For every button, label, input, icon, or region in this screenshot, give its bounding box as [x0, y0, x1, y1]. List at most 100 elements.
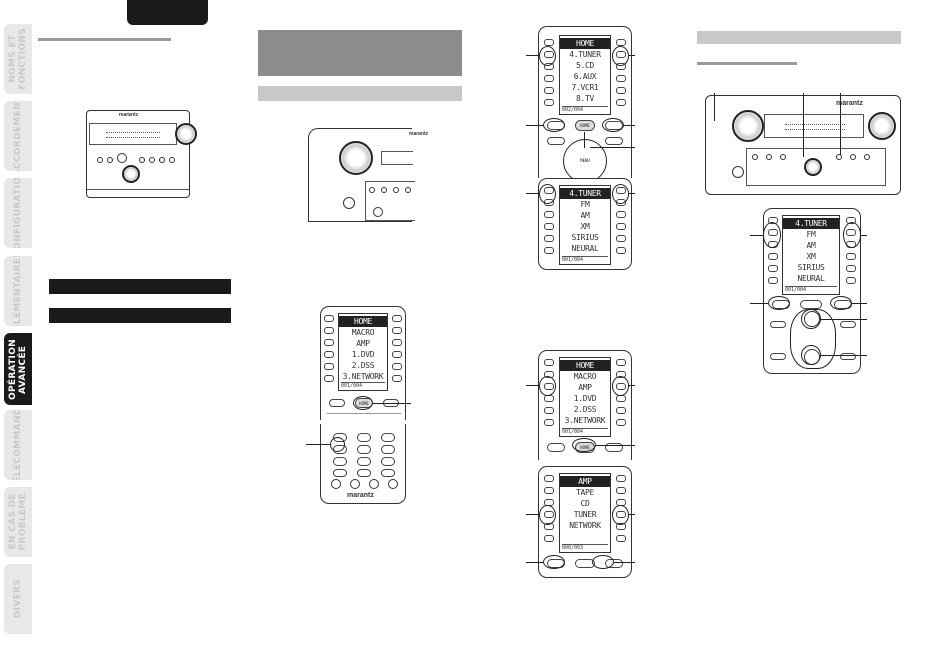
lcd-line: 3.NETWORK [342, 372, 384, 381]
callout-right-key [612, 376, 629, 396]
remote-lcd: HOME MACRO AMP 1.DVD 2.DSS 3.NETWORK 001… [338, 313, 388, 391]
lcd-line: 1.DVD [573, 394, 597, 403]
tab-en-cas-de-probleme[interactable]: EN CAS DE PROBLÈME [4, 487, 32, 557]
callout-home [572, 438, 596, 452]
heading-bar-2 [49, 308, 231, 323]
callout-left-key [539, 376, 556, 396]
language-tab [127, 0, 208, 25]
lcd-line: XM [806, 252, 816, 261]
tab-elementaires[interactable]: ÉLÉMENTAIRES [4, 256, 32, 326]
callout-right-key [612, 505, 629, 525]
lcd-line: 2.DSS [573, 405, 597, 414]
tab-configuration[interactable]: CONFIGURATION [4, 178, 32, 248]
heading-bar-1 [49, 279, 231, 294]
lcd-line: AM [806, 241, 816, 250]
lcd-line: TAPE [575, 488, 595, 497]
lcd-line: HOME [560, 38, 610, 49]
home-button[interactable]: HOME [575, 120, 595, 131]
lcd-page-counter: 001/004 [785, 286, 837, 294]
remote-lcd: HOME 4.TUNER 5.CD 6.AUX 7.VCR1 8.TV 002/… [559, 35, 611, 115]
cursor-pad[interactable] [122, 165, 140, 183]
tab-telecommande[interactable]: TÉLÉCOMMANDE [4, 410, 32, 480]
lcd-page-counter: 002/004 [562, 106, 608, 114]
lcd-page-counter: 001/004 [562, 428, 608, 436]
callout-page-right [602, 118, 624, 132]
callout-page-left [543, 555, 565, 569]
callout-page-left [543, 118, 565, 132]
callout-right-key [612, 184, 629, 204]
keypad-button[interactable] [333, 457, 347, 466]
callout-right-key [843, 222, 861, 248]
lcd-line: 1.DVD [351, 350, 375, 359]
callout-cursor-down [801, 345, 821, 365]
lcd-line: XM [580, 222, 590, 231]
lcd-line: 8.TV [575, 94, 595, 103]
remote-lcd: HOME MACRO AMP 1.DVD 2.DSS 3.NETWORK 001… [559, 357, 611, 437]
tab-divers[interactable]: DIVERS [4, 564, 32, 634]
callout-left-key [763, 222, 781, 248]
callout-left-key [539, 184, 556, 204]
lcd-line: AM [580, 211, 590, 220]
volume-knob[interactable] [175, 123, 197, 145]
remote-lcd: AMP TAPE CD TUNER NETWORK 000/003 [559, 473, 611, 553]
tab-noms-et-fonctions[interactable]: NOMS ET FONCTIONS [4, 24, 32, 94]
lcd-line: MACRO [351, 328, 375, 337]
receiver-corner-view: marantz [308, 128, 428, 222]
callout-left-key [539, 46, 556, 66]
lcd-line: FM [580, 200, 590, 209]
keypad-button[interactable] [381, 457, 395, 466]
lcd-line: TUNER [573, 510, 597, 519]
subsection-bar [258, 86, 462, 101]
leader-line [373, 403, 411, 405]
callout-right-key [612, 46, 629, 66]
cursor-pad[interactable] [804, 158, 822, 176]
keypad-button[interactable] [381, 433, 395, 442]
lcd-line: 4.TUNER [560, 188, 610, 199]
lcd-line: 4.TUNER [783, 218, 839, 229]
lcd-page-counter: 001/004 [341, 382, 385, 390]
keypad-button[interactable] [381, 445, 395, 454]
remote-lcd: 4.TUNER FM AM XM SIRIUS NEURAL 001/004 [782, 215, 840, 295]
callout-left-key [539, 505, 556, 525]
lcd-line: HOME [339, 316, 387, 327]
subsection-bar [697, 31, 901, 44]
lcd-line: 5.CD [575, 61, 595, 70]
lcd-line: 7.VCR1 [571, 83, 599, 92]
callout-page-right [830, 296, 852, 310]
callout-key [330, 437, 345, 452]
lcd-line: HOME [560, 360, 610, 371]
brand-logo: marantz [409, 131, 429, 137]
lcd-line: NEURAL [571, 244, 599, 253]
keypad-button[interactable] [357, 457, 371, 466]
input-knob[interactable] [868, 112, 896, 140]
volume-knob[interactable] [339, 141, 373, 175]
brand-logo: marantz [347, 492, 374, 499]
callout-cursor-up [801, 309, 821, 329]
lcd-line: 4.TUNER [569, 50, 601, 59]
remote-lcd: 4.TUNER FM AM XM SIRIUS NEURAL 001/004 [559, 185, 611, 265]
divider-gap [300, 420, 440, 424]
lcd-line: 6.AUX [573, 72, 597, 81]
lcd-line: MACRO [573, 372, 597, 381]
keypad-button[interactable] [357, 433, 371, 442]
lcd-line: SIRIUS [571, 233, 599, 242]
section-rule [38, 38, 171, 41]
power-button[interactable] [343, 197, 355, 209]
tab-raccordements[interactable]: RACCORDEMENTS [4, 101, 32, 171]
keypad-button[interactable] [357, 445, 371, 454]
lcd-line: AMP [356, 339, 370, 348]
callout-page-left [768, 296, 790, 310]
section-rule [697, 62, 797, 65]
volume-knob[interactable] [732, 110, 764, 142]
callout-page-right [592, 555, 614, 569]
tab-operation-avancee[interactable]: OPÉRATION AVANCÉE [4, 333, 32, 405]
lcd-line: 2.DSS [351, 361, 375, 370]
section-title-box [258, 30, 462, 76]
lcd-line: CD [580, 499, 590, 508]
callout-home [353, 396, 373, 410]
remote-control-home: HOME MACRO AMP 1.DVD 2.DSS 3.NETWORK 001… [320, 306, 406, 504]
lcd-line: AMP [560, 476, 610, 487]
brand-logo: marantz [836, 100, 863, 107]
front-display [764, 114, 864, 138]
power-button[interactable] [732, 166, 744, 178]
